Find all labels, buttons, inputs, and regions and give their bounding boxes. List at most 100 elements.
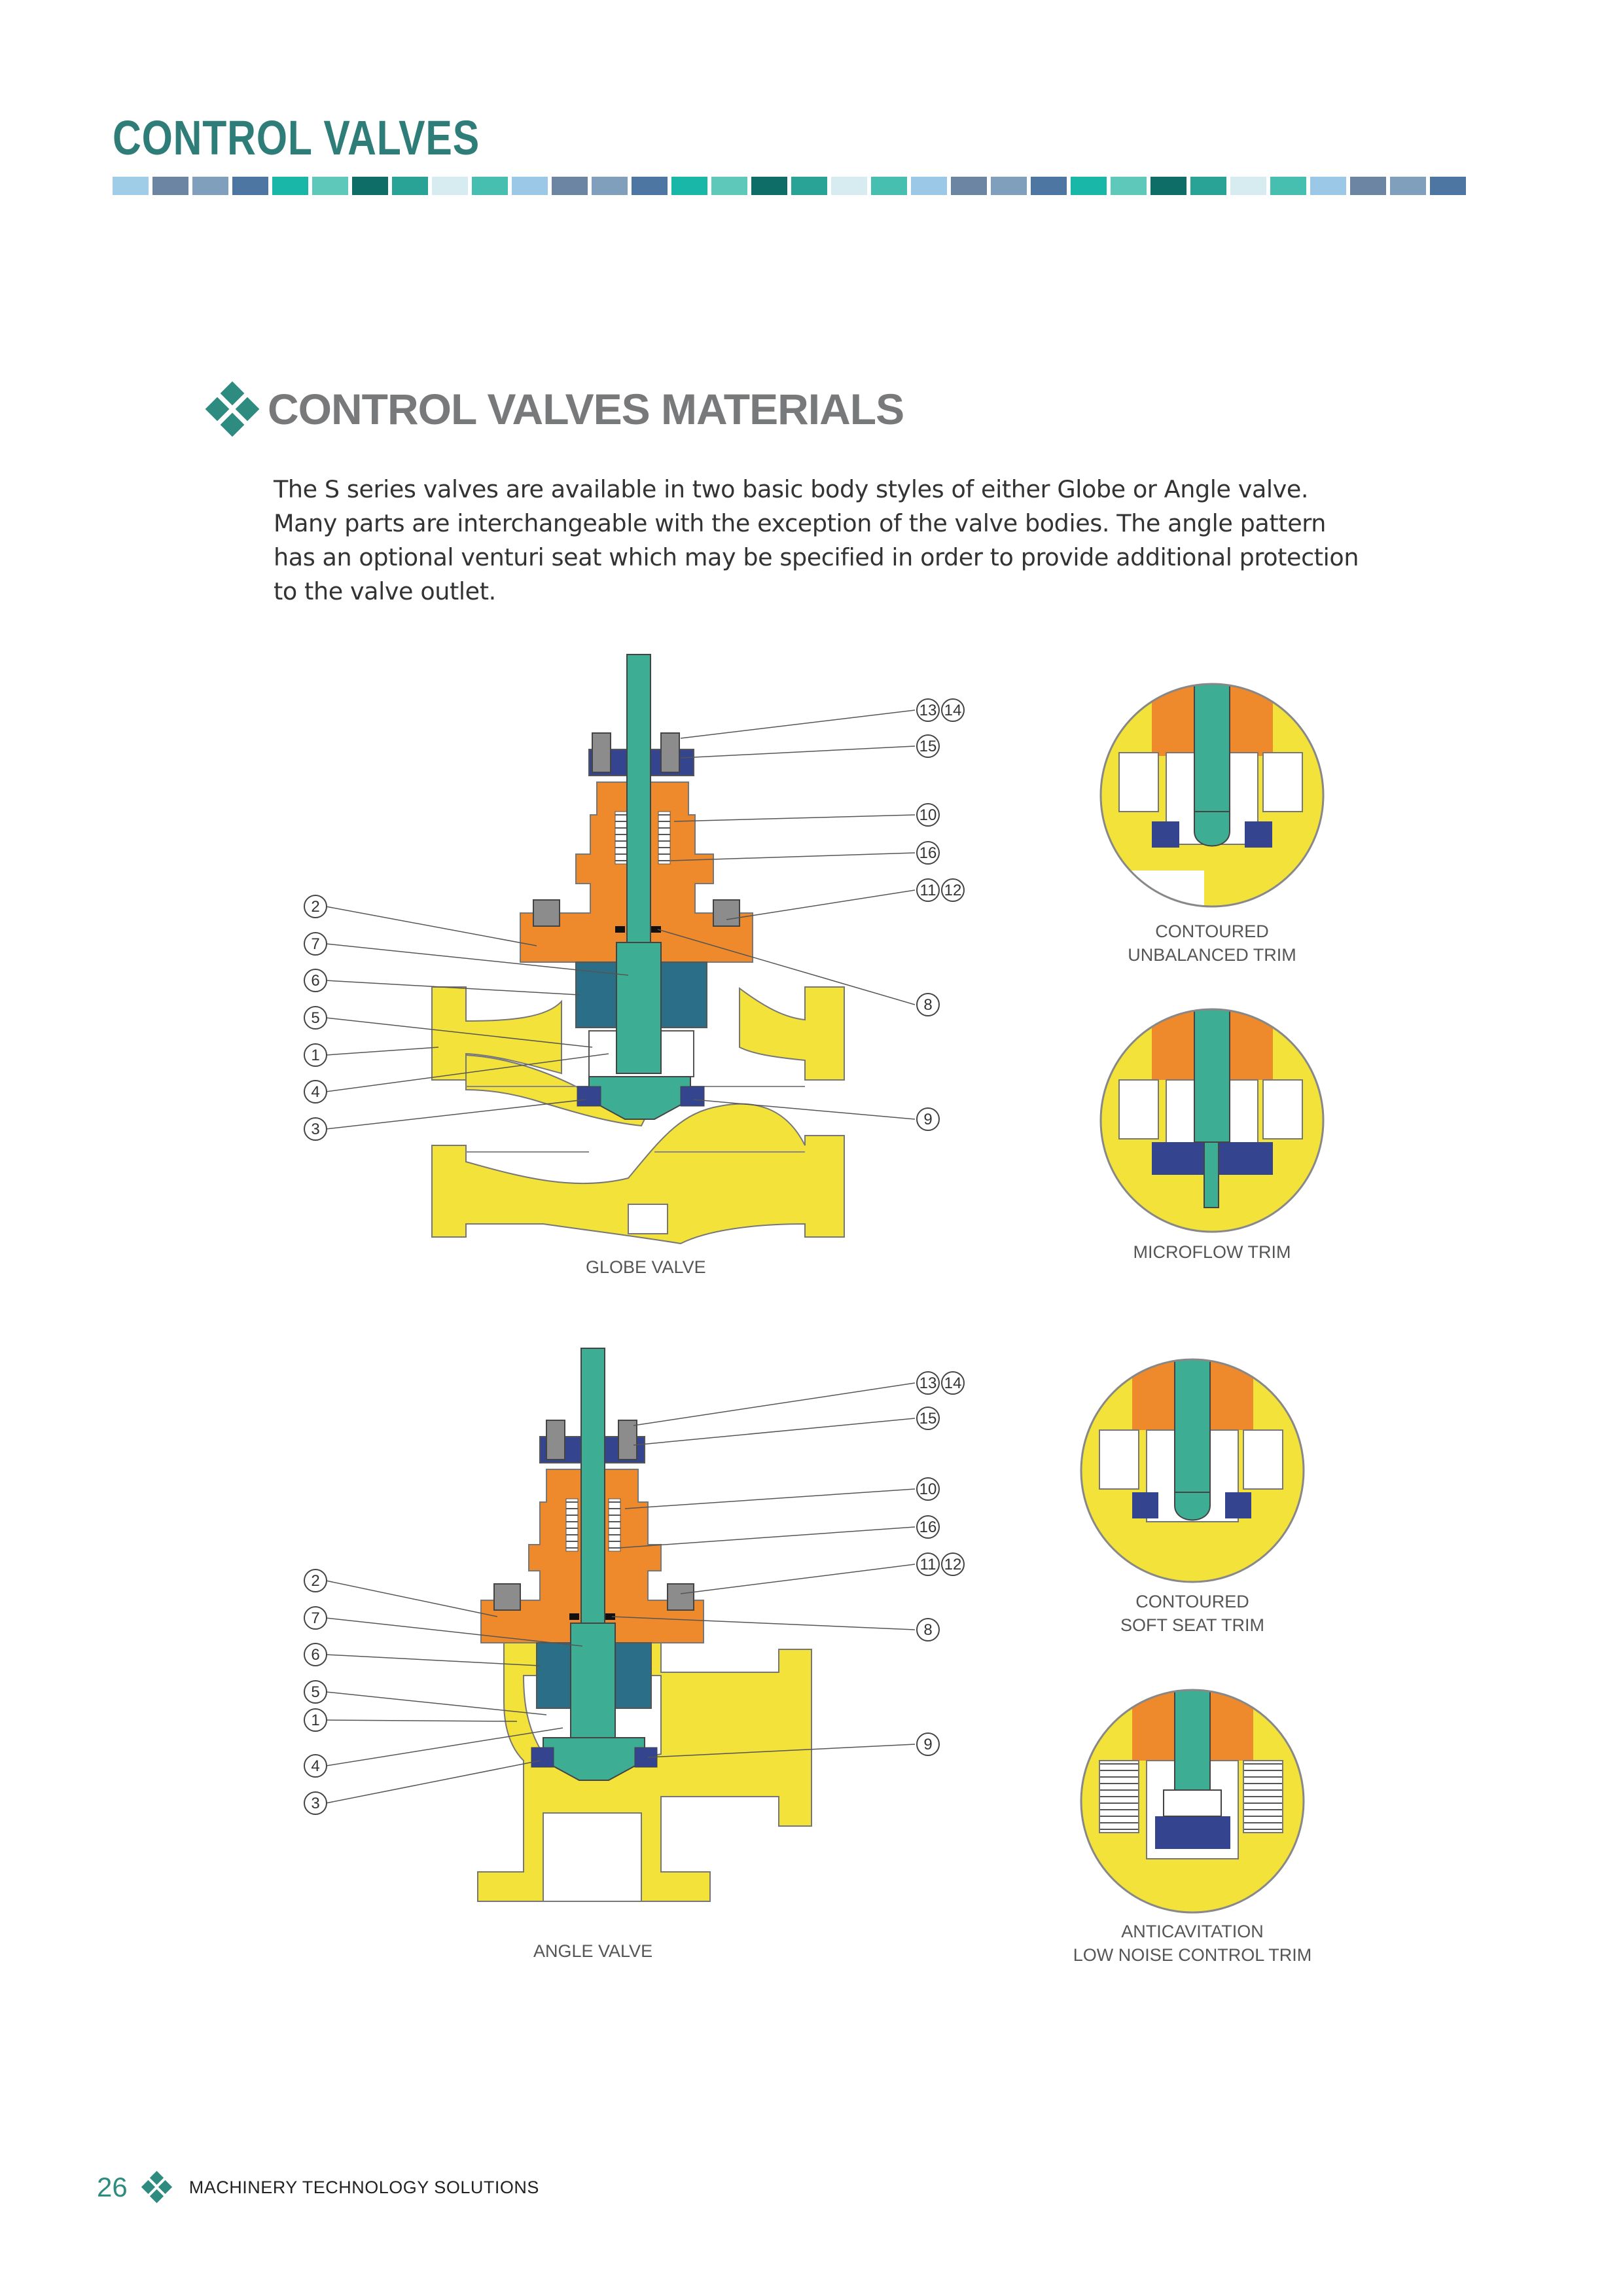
callout-marker: 13 [916, 698, 940, 722]
trim-detail-contoured-unbalanced: CONTOURED UNBALANCED TRIM [1099, 683, 1325, 965]
color-bar-segment [152, 177, 188, 195]
globe-bottom-plug [628, 1204, 668, 1234]
angle-body-outlet [543, 1812, 642, 1902]
callout-number: 9 [923, 1111, 932, 1128]
callout-marker: 16 [916, 841, 940, 865]
callout-marker: 10 [916, 1477, 940, 1501]
callout-number: 13 [919, 1374, 937, 1392]
callout-marker: 14 [941, 698, 965, 722]
globe-gland-bolt [660, 732, 680, 773]
callout-marker: 5 [304, 1680, 327, 1704]
color-bar-segment [1230, 177, 1266, 195]
page-footer: 26 MACHINERY TECHNOLOGY SOLUTIONS [97, 2170, 539, 2204]
angle-packing [608, 1498, 621, 1552]
globe-seat-ring [680, 1086, 705, 1107]
globe-stem-lower [616, 942, 662, 1074]
callout-number: 1 [311, 1712, 319, 1729]
color-bar-segment [1270, 177, 1306, 195]
color-bar-segment [472, 177, 508, 195]
angle-bonnet-bolt [493, 1583, 521, 1611]
globe-bonnet-bolt [713, 899, 740, 927]
callout-number: 14 [944, 702, 962, 719]
intro-line: Many parts are interchangeable with the … [274, 509, 1326, 537]
color-bar-segment [1111, 177, 1147, 195]
callout-marker: 1 [304, 1043, 327, 1067]
section-title: CONTROL VALVES MATERIALS [268, 385, 904, 433]
globe-packing [658, 811, 671, 865]
header-color-bar [113, 177, 1466, 195]
color-bar-segment [951, 177, 987, 195]
callout-marker: 8 [916, 1618, 940, 1641]
trim-label-line2: UNBALANCED TRIM [1128, 945, 1296, 965]
angle-gland-bolt [546, 1420, 565, 1460]
color-bar-segment [1310, 177, 1346, 195]
color-bar-segment [831, 177, 867, 195]
globe-seat-ring [577, 1086, 601, 1107]
trim-label-line1: MICROFLOW TRIM [1133, 1242, 1291, 1262]
callout-marker: 7 [304, 1606, 327, 1630]
callout-marker: 15 [916, 1407, 940, 1430]
angle-gasket [569, 1613, 579, 1620]
callout-number: 7 [311, 935, 319, 953]
callout-marker: 15 [916, 734, 940, 758]
callout-number: 12 [944, 1556, 962, 1573]
globe-body [431, 986, 845, 1245]
header-title: CONTROL VALVES [113, 111, 480, 165]
trim-detail-microflow: MICROFLOW TRIM [1099, 1008, 1325, 1262]
callout-number: 11 [920, 882, 936, 899]
globe-packing [615, 811, 628, 865]
callout-marker: 11 [916, 878, 940, 902]
color-bar-segment [232, 177, 268, 195]
intro-line: to the valve outlet. [274, 577, 496, 605]
color-bar-segment [552, 177, 588, 195]
intro-paragraph: The S series valves are available in two… [274, 473, 1359, 609]
callout-marker: 9 [916, 1107, 940, 1131]
color-bar-segment [392, 177, 428, 195]
callout-number: 16 [919, 1518, 937, 1536]
color-bar-segment [711, 177, 747, 195]
trim-label-line1: CONTOURED [1135, 1592, 1249, 1611]
callout-number: 6 [311, 1646, 319, 1664]
trim-label-line2: SOFT SEAT TRIM [1120, 1615, 1264, 1635]
callout-number: 14 [944, 1374, 962, 1392]
diamond-cluster-icon [141, 2170, 172, 2204]
callout-number: 2 [311, 898, 319, 916]
callout-marker: 8 [916, 993, 940, 1016]
color-bar-segment [113, 177, 149, 195]
callout-marker: 4 [304, 1080, 327, 1103]
angle-packing [565, 1498, 579, 1552]
color-bar-segment [671, 177, 707, 195]
color-bar-segment [512, 177, 548, 195]
color-bar-segment [352, 177, 388, 195]
trim-label-line1: CONTOURED [1155, 922, 1269, 941]
color-bar-segment [632, 177, 668, 195]
color-bar-segment [192, 177, 228, 195]
trim-label-line1: ANTICAVITATION [1121, 1922, 1264, 1941]
globe-valve-drawing: GLOBE VALVE [325, 654, 916, 1277]
callout-number: 12 [944, 882, 962, 899]
callout-marker: 6 [304, 1643, 327, 1666]
color-bar-segment [432, 177, 468, 195]
callout-number: 5 [311, 1009, 319, 1027]
section-heading: CONTROL VALVES MATERIALS [205, 381, 904, 437]
color-bar-segment [1390, 177, 1426, 195]
color-bar-segment [1430, 177, 1466, 195]
callout-marker: 11 [916, 1552, 940, 1576]
trim-label-line2: LOW NOISE CONTROL TRIM [1073, 1945, 1312, 1965]
color-bar-segment [791, 177, 827, 195]
angle-bonnet-bolt [667, 1583, 694, 1611]
callout-number: 4 [311, 1757, 319, 1775]
globe-gasket [615, 926, 625, 933]
callout-marker: 10 [916, 803, 940, 827]
color-bar-segment [592, 177, 628, 195]
callout-number: 15 [919, 1410, 937, 1427]
callout-number: 3 [311, 1795, 319, 1812]
trim-detail-anticavitation: ANTICAVITATION LOW NOISE CONTROL TRIM [1073, 1689, 1312, 1965]
trim-detail-contoured-soft-seat: CONTOURED SOFT SEAT TRIM [1080, 1358, 1305, 1635]
color-bar-segment [1031, 177, 1067, 195]
angle-seat-ring [531, 1747, 554, 1768]
color-bar-segment [1071, 177, 1107, 195]
callout-number: 7 [311, 1609, 319, 1627]
callout-marker: 3 [304, 1791, 327, 1815]
